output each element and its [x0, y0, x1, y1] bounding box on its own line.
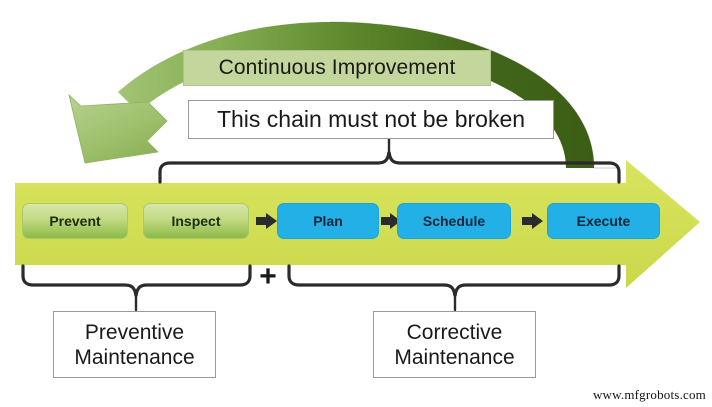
continuous-improvement-banner: Continuous Improvement	[183, 50, 491, 86]
chain-note-label: This chain must not be broken	[216, 106, 526, 132]
corrective-maintenance-line2: Maintenance	[394, 345, 515, 369]
preventive-maintenance-box: Preventive Maintenance	[53, 311, 216, 378]
connector-inspect-to-plan	[256, 213, 277, 229]
watermark: www.mfgrobots.com	[592, 387, 706, 402]
feedback-arrowhead	[68, 93, 168, 164]
step-chip-execute[interactable]: Execute	[547, 203, 660, 239]
continuous-improvement-label: Continuous Improvement	[218, 56, 456, 79]
corrective-maintenance-brace	[287, 264, 621, 312]
step-chip-prevent[interactable]: Prevent	[22, 203, 128, 239]
step-chip-plan[interactable]: Plan	[277, 203, 379, 239]
step-label: Schedule	[422, 213, 486, 229]
connector-schedule-to-execute	[522, 213, 543, 229]
chain-note-box: This chain must not be broken	[188, 100, 554, 139]
step-label: Inspect	[171, 213, 221, 229]
step-label: Execute	[576, 213, 631, 229]
step-connector-arrows	[256, 213, 543, 229]
step-label: Prevent	[49, 213, 101, 229]
step-chip-inspect[interactable]: Inspect	[143, 203, 249, 239]
corrective-maintenance-line1: Corrective	[406, 320, 503, 344]
connector-plan-to-schedule	[381, 213, 401, 229]
preventive-maintenance-line1: Preventive	[84, 320, 185, 344]
step-label: Plan	[313, 213, 343, 229]
step-chip-schedule[interactable]: Schedule	[397, 203, 511, 239]
continuous-improvement-feedback-arrow	[68, 21, 620, 169]
preventive-maintenance-line2: Maintenance	[74, 345, 195, 369]
plus-symbol: +	[259, 260, 277, 293]
corrective-maintenance-box: Corrective Maintenance	[373, 311, 536, 378]
top-brace	[158, 137, 621, 184]
preventive-maintenance-brace	[21, 264, 252, 312]
